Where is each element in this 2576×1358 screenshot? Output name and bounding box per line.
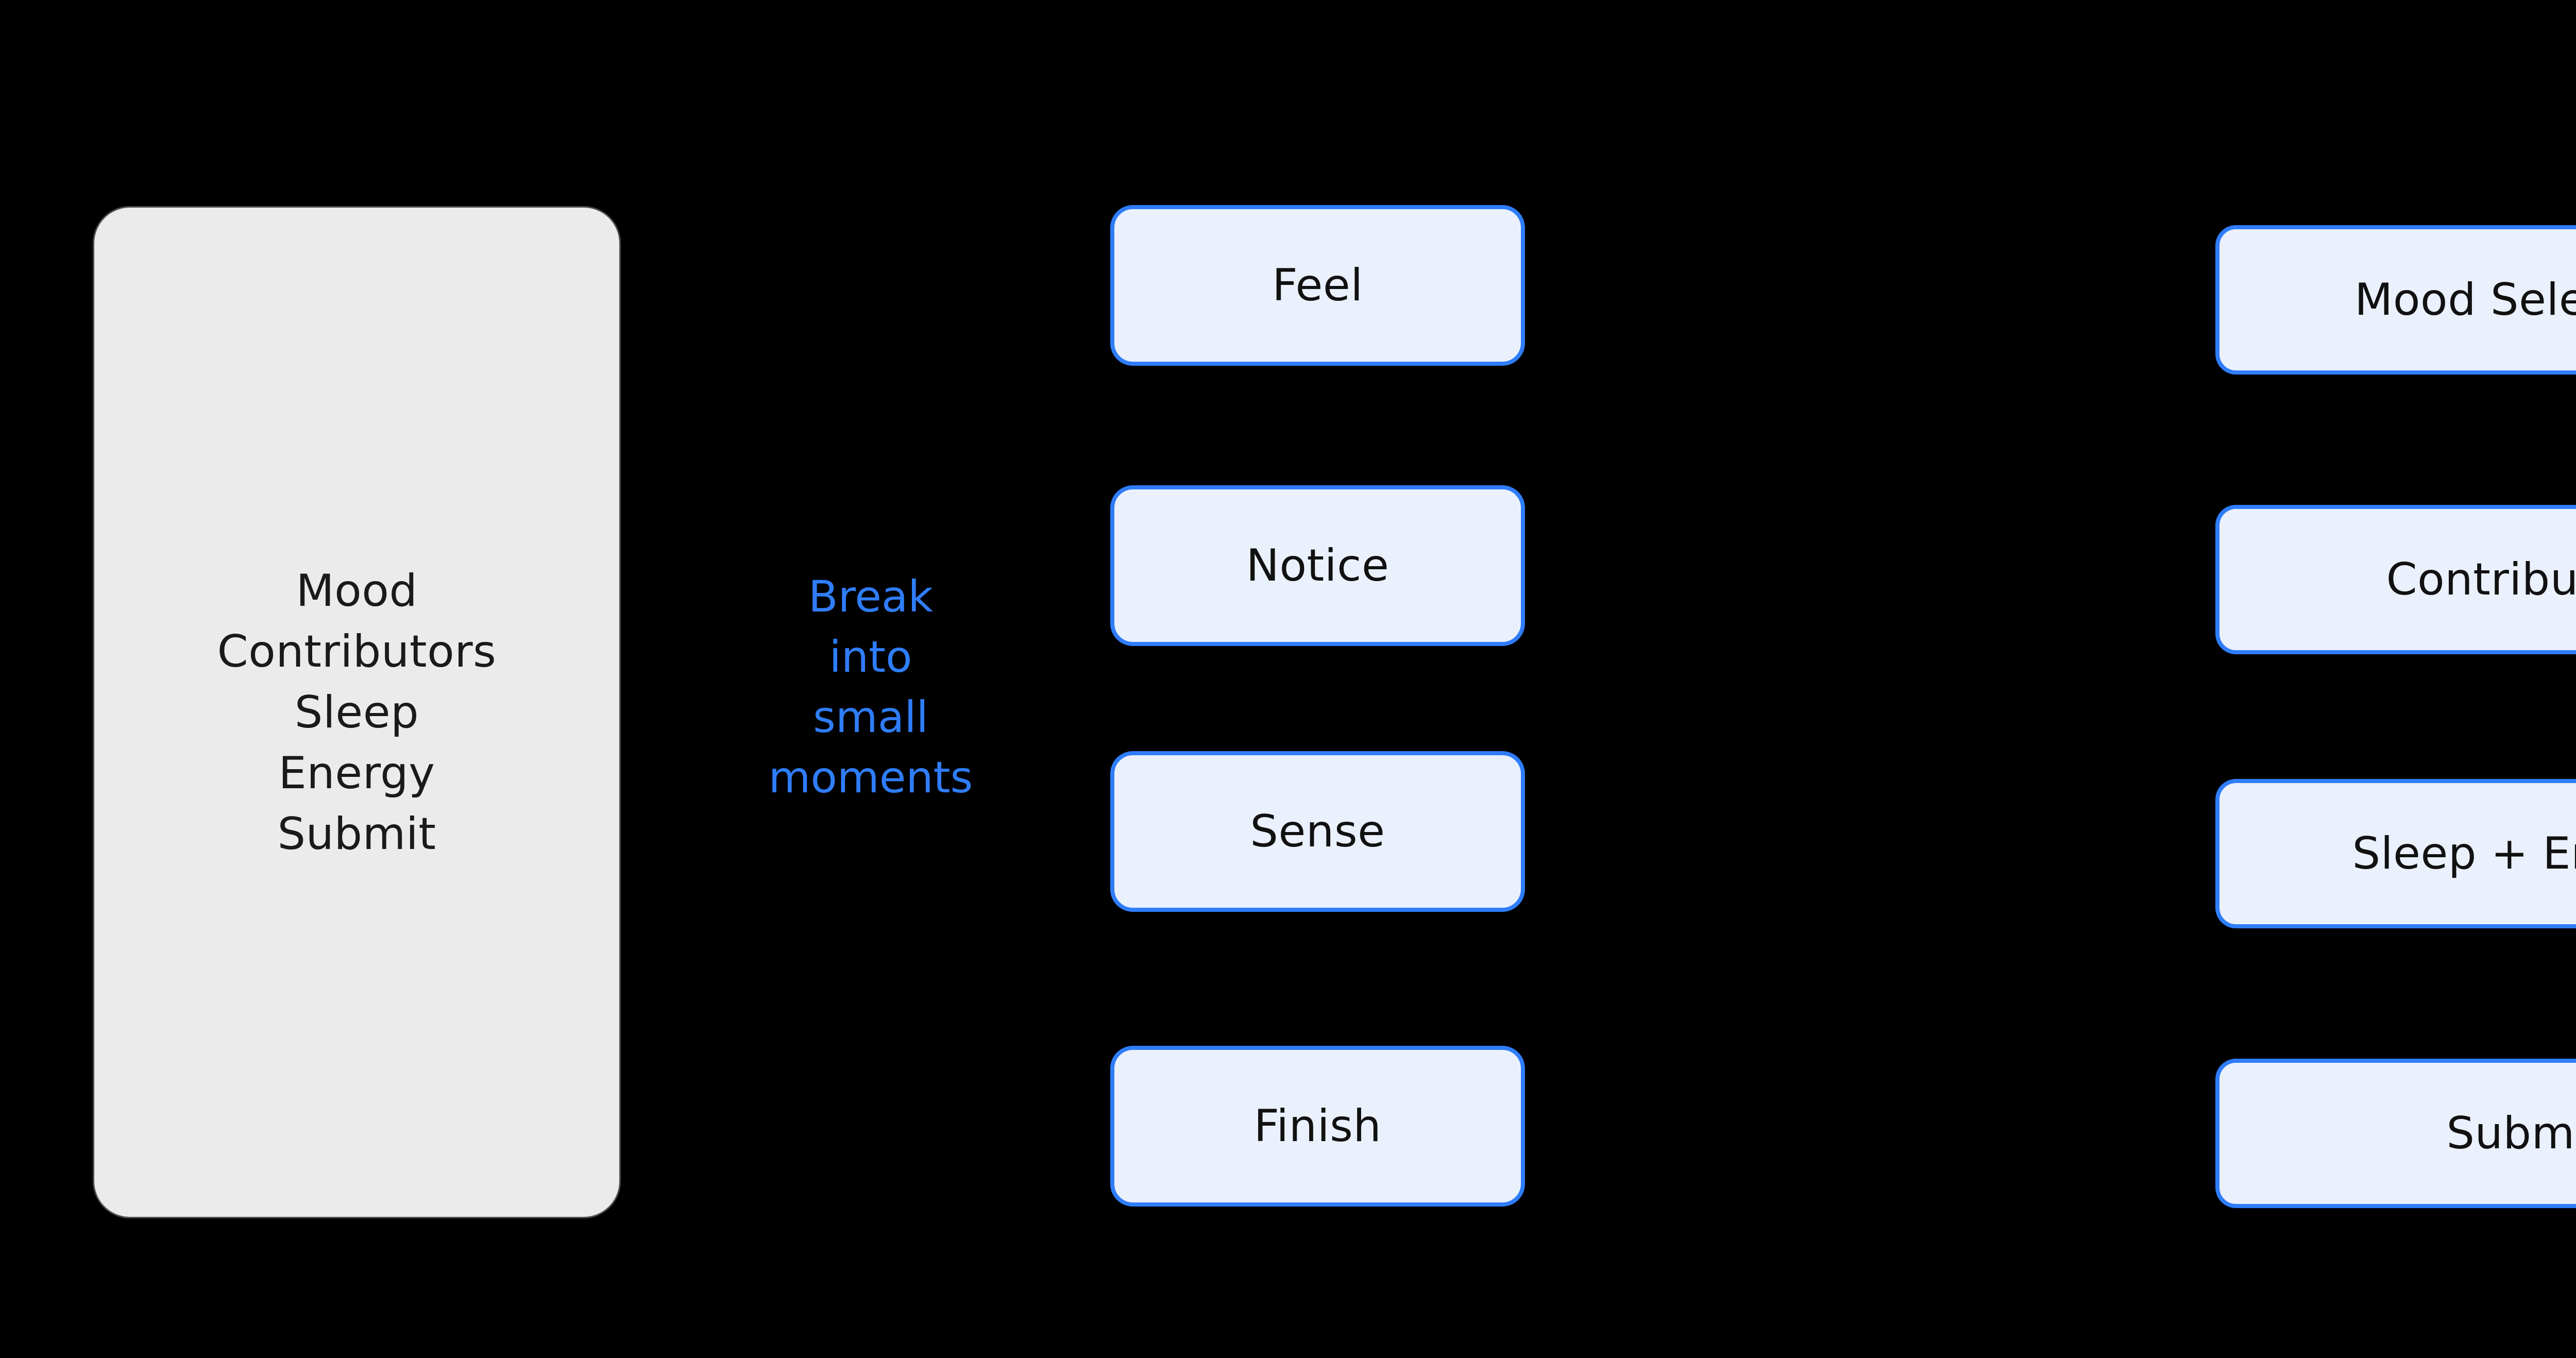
step-box-feel[interactable]: Feel <box>1110 205 1525 366</box>
step-box-sleep-energy[interactable]: Sleep + Energy <box>2215 779 2576 928</box>
annotation-line-break: Break <box>808 571 934 622</box>
step-label-notice: Notice <box>1246 540 1389 591</box>
monolithic-screen-field-list: Mood Contributors Sleep Energy Submit <box>217 561 497 864</box>
step-box-mood-selection[interactable]: Mood Selection <box>2215 225 2576 375</box>
step-box-submit[interactable]: Submit <box>2215 1059 2576 1208</box>
step-label-mood-selection: Mood Selection <box>2354 274 2576 326</box>
step-label-sleep-energy: Sleep + Energy <box>2352 828 2576 879</box>
step-box-notice[interactable]: Notice <box>1110 485 1525 646</box>
break-into-small-moments-label: Break into small moments <box>721 567 1020 808</box>
monolith-line-sleep: Sleep <box>294 686 419 738</box>
monolith-line-submit: Submit <box>277 808 436 860</box>
annotation-line-into: into <box>829 632 912 682</box>
step-box-sense[interactable]: Sense <box>1110 751 1525 912</box>
step-label-sense: Sense <box>1250 806 1385 857</box>
step-label-contributors: Contributors <box>2386 554 2576 605</box>
step-label-feel: Feel <box>1272 260 1363 311</box>
step-box-contributors[interactable]: Contributors <box>2215 505 2576 654</box>
monolithic-screen-card[interactable]: Mood Contributors Sleep Energy Submit <box>93 206 621 1218</box>
step-label-finish: Finish <box>1253 1100 1382 1152</box>
step-label-submit: Submit <box>2446 1108 2576 1159</box>
step-box-finish[interactable]: Finish <box>1110 1046 1525 1207</box>
monolith-line-mood: Mood <box>296 565 418 617</box>
annotation-line-moments: moments <box>768 752 973 803</box>
monolith-line-energy: Energy <box>278 747 435 799</box>
annotation-line-small: small <box>813 692 928 742</box>
monolith-line-contributors: Contributors <box>217 625 497 677</box>
